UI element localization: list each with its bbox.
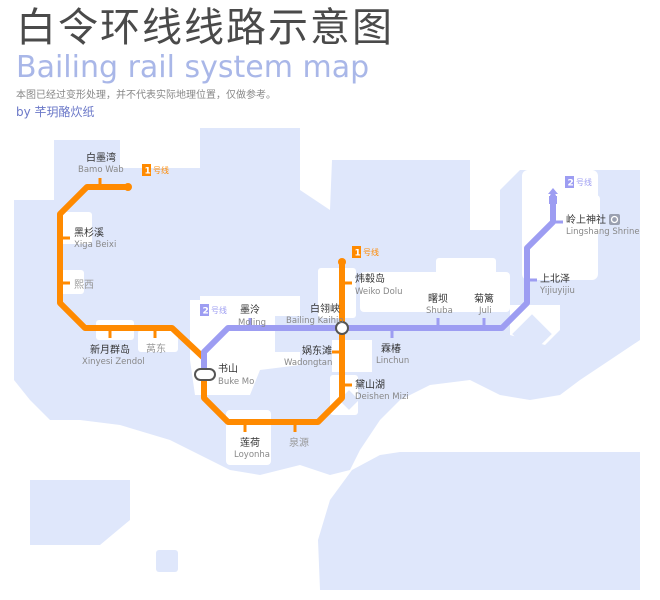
south-island-large bbox=[318, 452, 640, 590]
line-2-terminus-lingshang[interactable] bbox=[548, 188, 558, 204]
station-shangbei-en: Yijiuyijiu bbox=[539, 286, 575, 296]
line-1-terminus-weijiu[interactable] bbox=[338, 258, 346, 266]
station-baimo-cn: 白墨湾 bbox=[86, 151, 116, 164]
line-2 bbox=[201, 193, 556, 378]
line-2-station-ticks bbox=[248, 220, 563, 338]
station-wandong-cn: 莴东 bbox=[146, 342, 166, 355]
station-shuba-cn: 曙坝 bbox=[428, 293, 448, 305]
station-bailing-en: Bailing Kaihio bbox=[286, 316, 344, 326]
station-lianhe-cn: 莲荷 bbox=[240, 437, 260, 449]
station-lianhe-en: Loyonha bbox=[234, 450, 270, 460]
line-2-track bbox=[201, 193, 556, 378]
svg-text:号线: 号线 bbox=[363, 247, 379, 257]
station-xinyue-en: Xinyesi Zendol bbox=[82, 357, 145, 367]
station-wodong-cn: 娲东滩 bbox=[302, 344, 332, 357]
svg-text:1: 1 bbox=[145, 167, 151, 177]
line-1-station-ticks bbox=[60, 178, 352, 432]
station-lingshang-en: Lingshang Shrine bbox=[566, 227, 640, 237]
line-1-badge-east: 1 号线 bbox=[352, 246, 379, 259]
map-disclaimer: 本图已经过变形处理，并不代表实际地理位置，仅做参考。 bbox=[16, 90, 276, 101]
interchange-shushan[interactable] bbox=[194, 368, 216, 381]
map-author: by 芊玥酪炊纸 bbox=[16, 105, 95, 119]
station-daishan-en: Deishen Mizi bbox=[355, 392, 409, 402]
lake-xixi bbox=[60, 270, 84, 294]
station-labels: 白墨湾 Bamo Wab 黑杉溪 Xiga Beixi 熙西 新月群岛 Xiny… bbox=[74, 151, 640, 460]
line-2-badge-west: 2 号线 bbox=[200, 304, 227, 317]
south-island-left bbox=[30, 480, 130, 545]
lake-weijiu bbox=[318, 268, 356, 318]
lake-north bbox=[436, 258, 496, 292]
svg-text:2: 2 bbox=[568, 179, 574, 189]
diamond-islet bbox=[512, 314, 552, 354]
lake-moling bbox=[200, 296, 300, 316]
line-1-track-west bbox=[57, 184, 345, 425]
line-1-terminus-baimo[interactable] bbox=[124, 183, 132, 191]
svg-text:2: 2 bbox=[203, 307, 209, 317]
interchange-bailing[interactable] bbox=[335, 321, 349, 335]
svg-text:号线: 号线 bbox=[576, 177, 592, 187]
station-juli-cn: 菊篱 bbox=[474, 292, 494, 305]
lake-lingshang bbox=[560, 195, 600, 235]
map-title: 白令环线线路示意图 bbox=[16, 5, 394, 51]
south-islet bbox=[156, 550, 178, 572]
line-1-badge-west: 1 号线 bbox=[142, 164, 169, 177]
station-linchun-en: Linchun bbox=[376, 356, 409, 366]
station-wodong-en: Wadongtan bbox=[284, 358, 332, 368]
station-linchun-cn: 霖椿 bbox=[381, 342, 401, 355]
lake-heishan bbox=[60, 212, 92, 244]
station-shuba-en: Shuba bbox=[426, 306, 453, 316]
svg-text:号线: 号线 bbox=[211, 305, 227, 315]
svg-text:号线: 号线 bbox=[153, 165, 169, 175]
station-moling-en: Moling bbox=[238, 318, 266, 328]
station-heishan-en: Xiga Beixi bbox=[74, 240, 116, 250]
station-xinyue-cn: 新月群岛 bbox=[90, 343, 130, 356]
station-shushan-en: Buke Mo bbox=[218, 377, 254, 387]
line-2-badge-east: 2 号线 bbox=[565, 176, 592, 189]
station-shangbei-cn: 上北泽 bbox=[540, 273, 570, 285]
map-subtitle: Bailing rail system map bbox=[16, 50, 370, 85]
station-weijiu-en: Weiko Dolu bbox=[355, 287, 403, 297]
station-heishan-cn: 黑杉溪 bbox=[74, 226, 104, 239]
station-weijiu-cn: 炜毂岛 bbox=[355, 272, 385, 285]
lake-wandong bbox=[138, 330, 178, 352]
station-daishan-cn: 黛山湖 bbox=[355, 378, 385, 391]
station-juli-en: Juli bbox=[478, 306, 492, 316]
lake-bailing-south bbox=[332, 340, 372, 372]
map-header: 白令环线线路示意图 Bailing rail system map 本图已经过变… bbox=[16, 0, 394, 120]
station-quanyuan-cn: 泉源 bbox=[289, 436, 309, 449]
station-bailing-cn: 白翎峡 bbox=[310, 302, 340, 315]
station-moling-cn: 墨泠 bbox=[240, 303, 260, 316]
lake-central bbox=[190, 300, 300, 395]
svg-text:1: 1 bbox=[355, 249, 361, 259]
shrine-icon bbox=[609, 214, 620, 225]
station-baimo-en: Bamo Wab bbox=[78, 165, 124, 175]
line-1 bbox=[57, 184, 345, 425]
station-xixi-cn: 熙西 bbox=[74, 279, 94, 291]
station-lingshang-cn: 岭上神社 bbox=[566, 213, 606, 226]
station-shushan-cn: 书山 bbox=[218, 363, 238, 375]
